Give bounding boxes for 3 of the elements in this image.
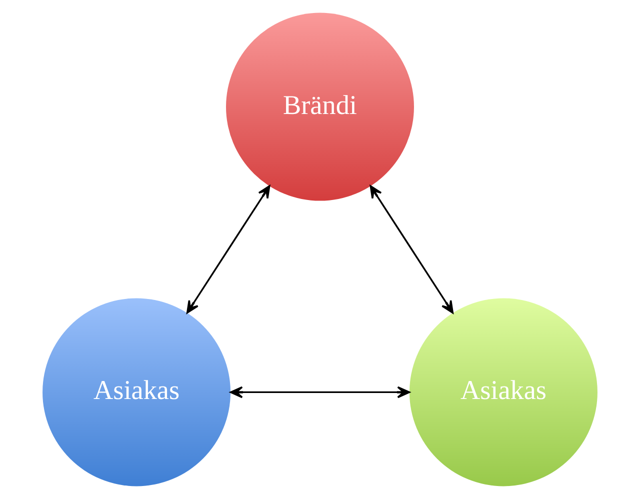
arrow xyxy=(186,185,270,314)
arrow xyxy=(230,386,410,398)
arrow xyxy=(370,185,454,314)
